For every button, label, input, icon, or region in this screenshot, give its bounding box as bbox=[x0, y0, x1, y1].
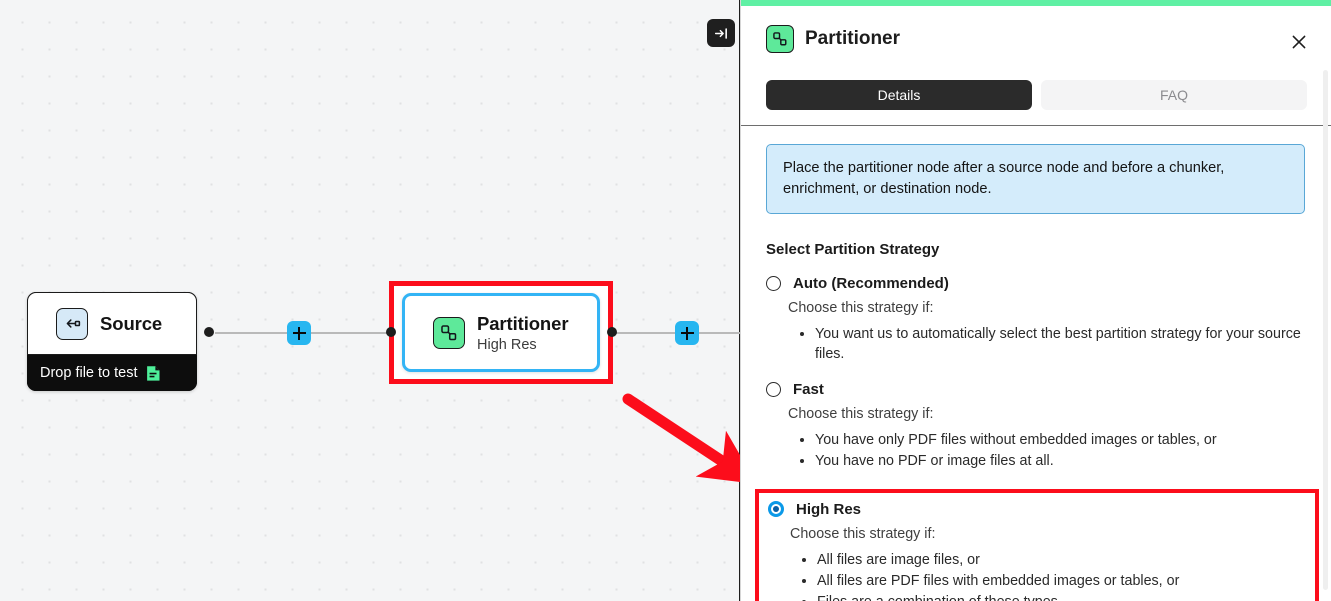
strategy-option-high-res-head[interactable]: High Res bbox=[768, 501, 1305, 518]
panel-title: Partitioner bbox=[805, 28, 901, 49]
strategy-fast-bullets: You have only PDF files without embedded… bbox=[766, 431, 1305, 472]
source-output-handle[interactable] bbox=[204, 327, 214, 337]
info-banner: Place the partitioner node after a sourc… bbox=[766, 144, 1305, 215]
strategy-option-fast[interactable]: Fast Choose this strategy if: You have o… bbox=[766, 381, 1305, 472]
strategy-auto-bullets: You want us to automatically select the … bbox=[766, 325, 1305, 364]
list-item: You want us to automatically select the … bbox=[815, 325, 1305, 364]
panel-header: Partitioner bbox=[741, 6, 1331, 72]
radio-high-res[interactable] bbox=[768, 501, 784, 517]
strategy-label-fast: Fast bbox=[793, 380, 824, 398]
panel-tabs: Details FAQ bbox=[741, 80, 1331, 110]
document-icon bbox=[146, 365, 161, 382]
strategy-high-res-bullets: All files are image files, or All files … bbox=[768, 551, 1305, 601]
list-item: All files are PDF files with embedded im… bbox=[817, 572, 1305, 591]
node-partitioner-title: Partitioner bbox=[477, 312, 569, 334]
strategy-option-fast-head[interactable]: Fast bbox=[766, 381, 1305, 398]
close-icon[interactable] bbox=[1287, 30, 1311, 54]
node-source[interactable]: Source Drop file to test bbox=[27, 292, 197, 391]
strategy-label-auto: Auto (Recommended) bbox=[793, 275, 949, 293]
add-node-button-left[interactable] bbox=[287, 321, 311, 345]
tab-details[interactable]: Details bbox=[766, 80, 1032, 110]
node-partitioner[interactable]: Partitioner High Res bbox=[402, 293, 600, 372]
partitioner-detail-panel: Partitioner Details FAQ Place the partit… bbox=[740, 0, 1331, 601]
strategy-fast-choose-line: Choose this strategy if: bbox=[788, 405, 934, 422]
partitioner-output-handle[interactable] bbox=[607, 327, 617, 337]
list-item: You have no PDF or image files at all. bbox=[815, 452, 1305, 471]
list-item: Files are a combination of these types. bbox=[817, 593, 1305, 601]
node-source-dropzone[interactable]: Drop file to test bbox=[27, 355, 197, 391]
radio-auto[interactable] bbox=[766, 276, 781, 292]
tab-faq[interactable]: FAQ bbox=[1041, 80, 1307, 110]
strategy-label-high-res: High Res bbox=[796, 500, 862, 518]
panel-scrollbar[interactable] bbox=[1323, 70, 1328, 590]
radio-fast[interactable] bbox=[766, 381, 781, 397]
drop-file-label: Drop file to test bbox=[40, 365, 138, 381]
collapse-panel-button[interactable] bbox=[707, 19, 735, 47]
strategy-auto-choose-line: Choose this strategy if: bbox=[788, 300, 934, 317]
red-arrow-annotation bbox=[622, 393, 740, 484]
strategy-option-auto[interactable]: Auto (Recommended) Choose this strategy … bbox=[766, 275, 1305, 364]
panel-body: Place the partitioner node after a sourc… bbox=[741, 126, 1331, 601]
panel-tabs-divider bbox=[741, 125, 1331, 126]
canvas-edge-divider bbox=[739, 0, 740, 601]
add-node-button-right[interactable] bbox=[675, 321, 699, 345]
strategy-option-auto-head[interactable]: Auto (Recommended) bbox=[766, 275, 1305, 292]
node-partitioner-subtitle: High Res bbox=[477, 336, 537, 353]
section-title-partition-strategy: Select Partition Strategy bbox=[766, 241, 940, 259]
strategy-high-res-choose-line: Choose this strategy if: bbox=[790, 525, 936, 542]
node-source-body[interactable]: Source bbox=[27, 292, 197, 355]
list-item: All files are image files, or bbox=[817, 551, 1305, 570]
strategy-option-high-res[interactable]: High Res Choose this strategy if: All fi… bbox=[755, 488, 1319, 601]
partition-icon bbox=[433, 316, 465, 349]
partitioner-input-handle[interactable] bbox=[386, 327, 396, 337]
source-import-icon bbox=[56, 307, 88, 340]
workflow-canvas[interactable]: Source Drop file to test bbox=[0, 0, 740, 601]
node-source-title: Source bbox=[100, 312, 163, 334]
list-item: You have only PDF files without embedded… bbox=[815, 431, 1305, 450]
partition-icon bbox=[766, 25, 794, 53]
panel-accent-bar bbox=[741, 0, 1331, 6]
